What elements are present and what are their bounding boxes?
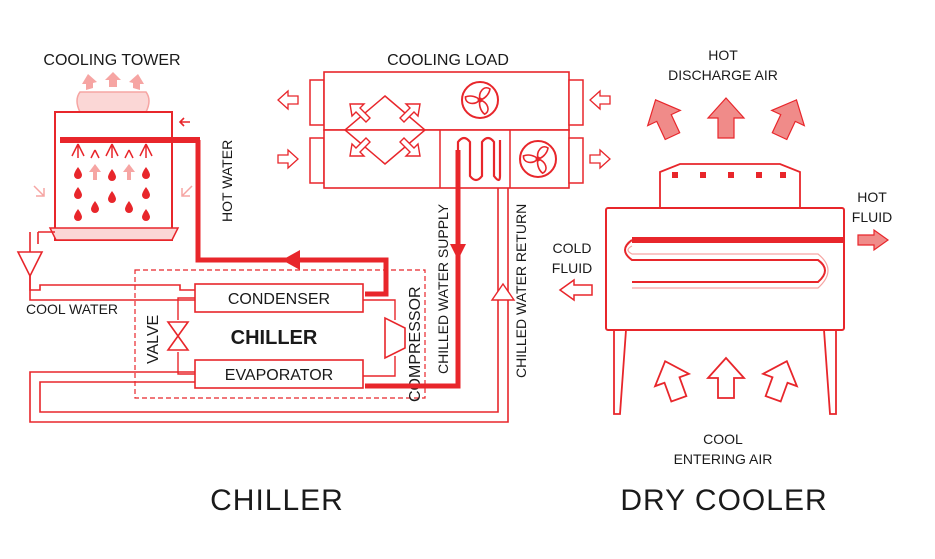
cooling-load-label: COOLING LOAD <box>387 52 509 69</box>
cool-entering-air-label-line2: ENTERING AIR <box>674 451 773 467</box>
cooling-tower: COOLING TOWER <box>33 52 200 241</box>
hot-discharge-air-label-line1: HOT <box>708 47 738 63</box>
cold-fluid-arrow-icon <box>558 278 593 302</box>
spray-nozzle-icon <box>71 143 153 159</box>
hot-fluid-arrow-icon <box>857 228 890 252</box>
chiller-unit: CONDENSER EVAPORATOR CHILLER VALVE COMPR… <box>134 269 426 402</box>
tower-airflow-arrow-icon <box>89 164 135 180</box>
chilled-return-flow-arrow-icon <box>490 282 516 301</box>
hot-fluid-label-line1: HOT <box>857 189 887 205</box>
cooling-coil <box>456 136 502 182</box>
cool-water-label: COOL WATER <box>26 301 118 317</box>
hot-discharge-air-label-line2: DISCHARGE AIR <box>668 67 778 83</box>
cooling-load-unit: COOLING LOAD <box>277 52 611 189</box>
evaporator-label: EVAPORATOR <box>225 367 333 384</box>
compressor-label: COMPRESSOR <box>407 286 424 402</box>
dry-cooler-coil <box>624 237 844 289</box>
evaporator-loop-pipe <box>29 300 509 423</box>
chiller-title: CHILLER <box>210 484 344 517</box>
cool-entering-air-arrow-icon <box>647 354 805 406</box>
dry-cooler-unit: HOT DISCHARGE AIR HOT FLUID <box>552 47 892 467</box>
tower-exhaust-arrow-icon <box>82 72 144 90</box>
tower-air-inlet-arrow-icon <box>33 185 193 197</box>
chilled-water-supply-label: CHILLED WATER SUPPLY <box>435 203 451 374</box>
chilled-water-supply-pipe <box>365 150 461 389</box>
condenser-label: CONDENSER <box>228 291 330 308</box>
valve-label: VALVE <box>145 315 162 364</box>
cold-fluid-label-line1: COLD <box>553 240 592 256</box>
cold-fluid-label-line2: FLUID <box>552 260 592 276</box>
hot-water-flow-arrow-icon <box>282 250 300 270</box>
chilled-water-return-pipe <box>497 188 509 300</box>
hot-fluid-label-line2: FLUID <box>852 209 892 225</box>
hot-water-label: HOT WATER <box>219 140 235 222</box>
cooling-tower-label: COOLING TOWER <box>43 52 180 69</box>
hot-discharge-arrow-icon <box>638 91 814 145</box>
valve-icon <box>166 321 190 351</box>
chiller-box-label: CHILLER <box>231 327 318 349</box>
chilled-supply-flow-arrow-icon <box>450 244 466 260</box>
compressor-icon <box>384 316 406 360</box>
evaporator-box <box>194 359 364 389</box>
air-mixing-arrow-icon <box>349 103 421 157</box>
chilled-water-return-label: CHILLED WATER RETURN <box>513 204 529 378</box>
cool-entering-air-label-line1: COOL <box>703 431 743 447</box>
cool-water-pipe <box>16 231 195 301</box>
condenser-box <box>194 283 364 313</box>
hot-water-pipe <box>195 140 389 297</box>
dry-cooler-title: DRY COOLER <box>620 484 827 517</box>
